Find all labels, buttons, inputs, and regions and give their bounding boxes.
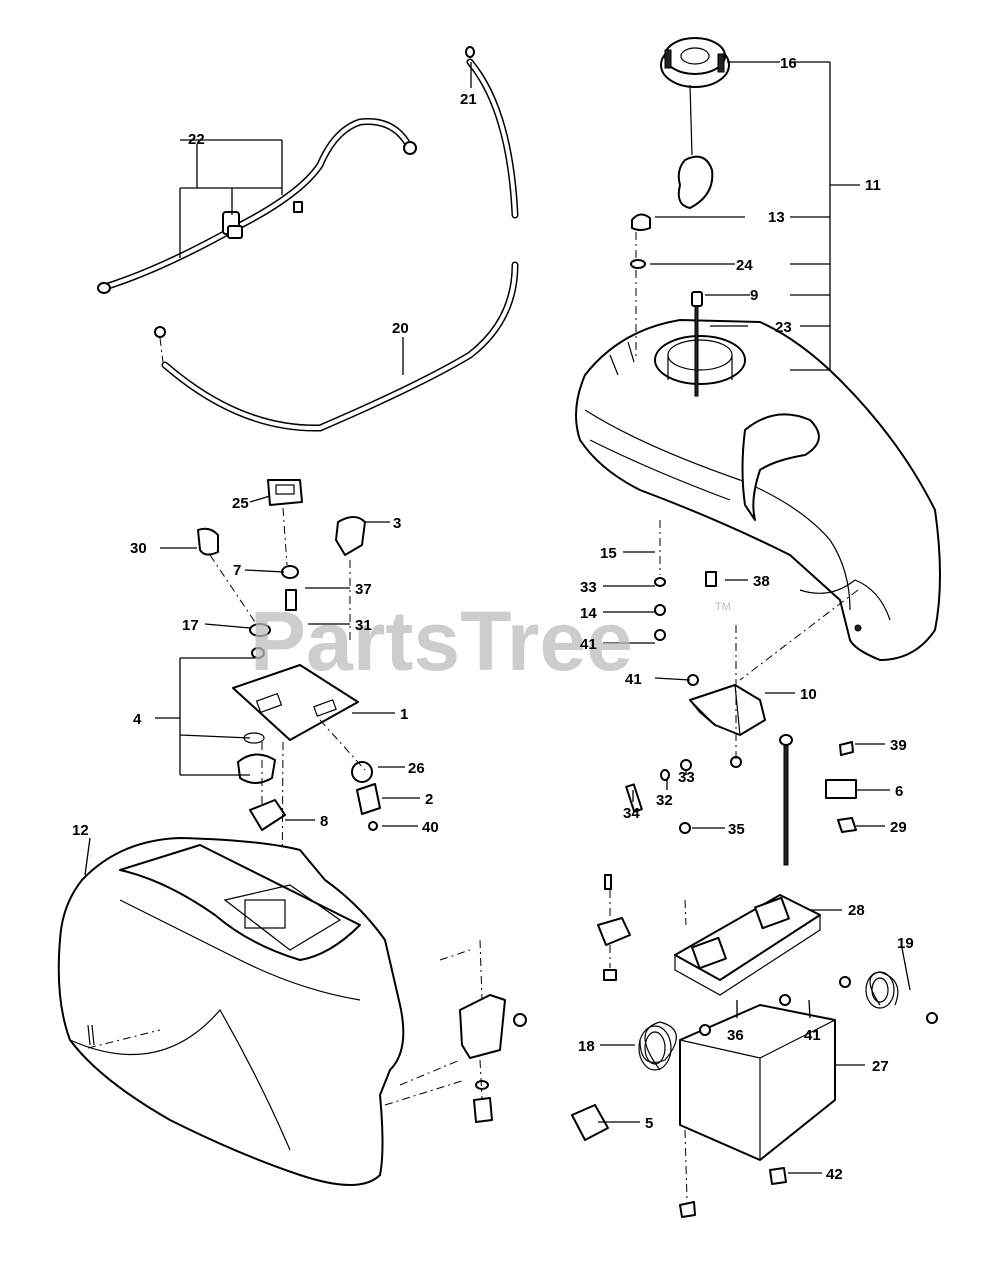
fuel-tank (575, 319, 941, 661)
callout-15: 15 (600, 545, 617, 562)
callout-26: 26 (408, 760, 425, 777)
callout-41-bracket: 41 (625, 671, 642, 688)
callout-20: 20 (392, 320, 409, 337)
switch-panel-assembly (197, 479, 381, 901)
callout-33-upper: 33 (580, 579, 597, 596)
callout-41-lower: 41 (804, 1027, 821, 1044)
callout-24: 24 (736, 257, 753, 274)
callout-40: 40 (422, 819, 439, 836)
callout-16: 16 (780, 55, 797, 72)
tank-fittings (630, 213, 703, 397)
callout-30: 30 (130, 540, 147, 557)
battery-tray-28 (674, 894, 821, 996)
battery-cables (638, 971, 938, 1071)
callout-34: 34 (623, 805, 640, 822)
battery-27 (679, 994, 836, 1201)
callout-6: 6 (895, 783, 903, 800)
leader-lines (84, 61, 911, 1174)
callout-4: 4 (133, 711, 142, 728)
callout-7: 7 (233, 562, 241, 579)
callout-1: 1 (400, 706, 408, 723)
callout-36: 36 (727, 1027, 744, 1044)
callout-2: 2 (425, 791, 433, 808)
fuel-line-20 (154, 46, 519, 432)
bracket-hardware (625, 520, 859, 866)
callout-13: 13 (768, 209, 785, 226)
callout-12: 12 (72, 822, 89, 839)
callout-21: 21 (460, 91, 477, 108)
callout-33-lower: 33 (678, 769, 695, 786)
callout-28: 28 (848, 902, 865, 919)
callout-17: 17 (182, 617, 199, 634)
callout-10: 10 (800, 686, 817, 703)
callout-27: 27 (872, 1058, 889, 1075)
partstree-watermark: PartsTree TM (250, 594, 731, 688)
callout-22: 22 (188, 131, 205, 148)
callout-32: 32 (656, 792, 673, 809)
fuel-cap-16 (660, 37, 730, 209)
callout-41-upper: 41 (580, 636, 597, 653)
callout-39: 39 (890, 737, 907, 754)
callout-38: 38 (753, 573, 770, 590)
callout-11: 11 (865, 177, 881, 194)
callout-31: 31 (355, 617, 372, 634)
callout-8: 8 (320, 813, 328, 830)
callout-14: 14 (580, 605, 597, 622)
watermark-text: PartsTree (250, 594, 633, 688)
callout-37: 37 (355, 581, 372, 598)
callout-42: 42 (826, 1166, 843, 1183)
callout-25: 25 (232, 495, 249, 512)
fender-12 (57, 837, 527, 1186)
callout-3: 3 (393, 515, 401, 532)
callout-29: 29 (890, 819, 907, 836)
callout-labels: 16 11 13 24 9 23 21 22 20 25 3 30 7 37 1… (72, 55, 914, 1183)
callout-23: 23 (775, 319, 792, 336)
electrical-small-parts (571, 874, 787, 1218)
watermark-trademark: TM (715, 601, 731, 613)
callout-9: 9 (750, 287, 758, 304)
callout-19: 19 (897, 935, 914, 952)
callout-5: 5 (645, 1115, 653, 1132)
callout-18: 18 (578, 1038, 595, 1055)
fuel-hose-assembly-22 (97, 118, 417, 294)
callout-35: 35 (728, 821, 745, 838)
